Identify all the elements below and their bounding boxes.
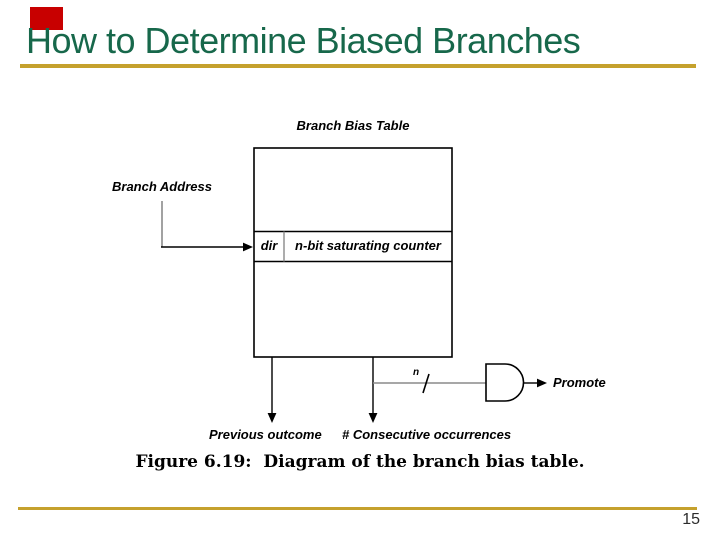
- footer-rule: [18, 507, 697, 510]
- dir-cell: dir: [260, 238, 278, 253]
- consecutive-arrowhead-icon: [368, 413, 378, 423]
- bias-table-box: [253, 147, 453, 358]
- branch-address-arrowhead-icon: [243, 242, 253, 252]
- promote-label: Promote: [553, 375, 606, 390]
- and-gate-icon: [485, 363, 525, 402]
- page-title: How to Determine Biased Branches: [26, 20, 581, 61]
- bias-table-title: Branch Bias Table: [296, 118, 410, 133]
- promote-arrowhead-icon: [537, 378, 547, 388]
- figure-caption: Figure 6.19: Diagram of the branch bias …: [135, 452, 585, 472]
- theme-red-square: [30, 7, 63, 30]
- title-divider-rule: [20, 64, 696, 68]
- bus-width-label: n: [413, 367, 420, 378]
- bus-width-slash-icon: [422, 373, 430, 394]
- previous-outcome-arrowhead-icon: [267, 413, 277, 423]
- branch-address-label: Branch Address: [112, 179, 212, 194]
- page-number: 15: [682, 511, 700, 528]
- previous-outcome-label: Previous outcome: [209, 427, 322, 442]
- consecutive-occurrences-label: # Consecutive occurrences: [342, 427, 512, 442]
- counter-cell: n-bit saturating counter: [295, 238, 441, 253]
